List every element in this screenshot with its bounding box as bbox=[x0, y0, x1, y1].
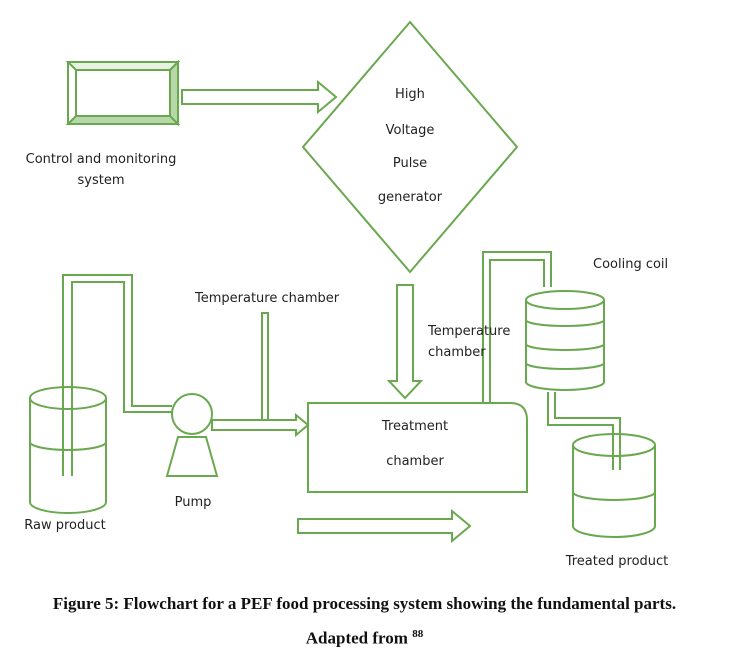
treated-product-label: Treated product bbox=[565, 554, 669, 569]
coil-to-tank-pipe bbox=[547, 392, 621, 470]
temperature-chamber-label-2-line2: chamber bbox=[428, 345, 486, 360]
caption-adapted-text: Adapted from bbox=[305, 628, 413, 648]
treatment-chamber-label: Treatment bbox=[381, 419, 448, 434]
generator-label-voltage: Voltage bbox=[386, 123, 435, 138]
control-system-label-line2: system bbox=[78, 173, 125, 188]
pump bbox=[165, 393, 219, 477]
figure-caption-source: Adapted from 88 bbox=[0, 628, 729, 649]
treatment-chamber-label-line2: chamber bbox=[386, 454, 444, 469]
raw-product-label: Raw product bbox=[24, 518, 105, 533]
pef-flowchart: Control and monitoring system High Volta… bbox=[24, 20, 669, 569]
generator-to-chamber-arrow bbox=[386, 284, 424, 400]
generator-label-generator: generator bbox=[378, 190, 443, 205]
cooling-coil-label: Cooling coil bbox=[593, 257, 668, 272]
flow-direction-arrow bbox=[297, 508, 472, 544]
chamber-to-coil-pipe bbox=[482, 251, 552, 402]
pulse-generator-diamond bbox=[301, 20, 519, 274]
temperature-probe-1 bbox=[261, 312, 269, 421]
generator-label-high: High bbox=[395, 87, 425, 102]
cooling-coil bbox=[525, 290, 605, 391]
generator-label-pulse: Pulse bbox=[393, 156, 427, 171]
treated-product-tank bbox=[572, 433, 656, 538]
control-to-generator-arrow bbox=[181, 79, 338, 115]
treatment-chamber bbox=[307, 402, 528, 493]
pump-label: Pump bbox=[175, 495, 212, 510]
control-monitoring-box bbox=[65, 59, 181, 127]
control-system-label: Control and monitoring bbox=[26, 152, 177, 167]
temperature-chamber-label-1: Temperature chamber bbox=[194, 291, 340, 306]
raw-product-pipe bbox=[62, 274, 172, 476]
figure-caption: Figure 5: Flowchart for a PEF food proce… bbox=[52, 594, 677, 613]
raw-product-tank bbox=[29, 386, 107, 514]
temperature-chamber-label-2: Temperature bbox=[427, 324, 510, 339]
pump-to-chamber-arrow bbox=[211, 412, 310, 438]
caption-reference: 88 bbox=[412, 628, 424, 640]
